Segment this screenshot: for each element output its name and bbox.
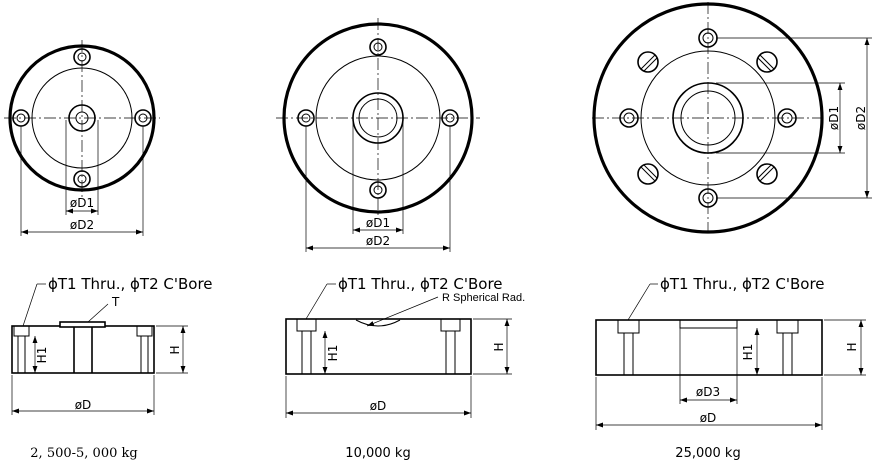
large-cell-caption: 25,000 kg xyxy=(675,446,740,461)
large-h1-label: H1 xyxy=(741,344,755,361)
large-h-label: H xyxy=(845,342,859,351)
large-d1-label: øD1 xyxy=(827,106,841,130)
large-d2-label: øD2 xyxy=(854,106,868,130)
medium-h1-label: H1 xyxy=(326,345,340,362)
large-cell-top-view: øD1 øD2 xyxy=(592,2,872,234)
medium-cell-side-view: R Spherical Rad. H1 H øD xyxy=(285,283,525,418)
small-cell-caption: 2, 500-5, 000 kg xyxy=(30,446,137,461)
large-bolt-holes xyxy=(619,28,797,208)
small-hole-note: ϕT1 Thru., ϕT2 C'Bore xyxy=(48,275,213,293)
small-d1-label: øD1 xyxy=(70,196,94,210)
medium-d-label: øD xyxy=(370,399,387,413)
medium-hole-note: ϕT1 Thru., ϕT2 C'Bore xyxy=(338,275,503,293)
spherical-radius-label: R Spherical Rad. xyxy=(442,292,525,304)
small-h-label: H xyxy=(168,345,182,354)
small-h1-label: H1 xyxy=(35,347,49,364)
large-hole-note: ϕT1 Thru., ϕT2 C'Bore xyxy=(660,275,825,293)
medium-h-label: H xyxy=(492,342,506,351)
medium-d1-label: øD1 xyxy=(366,216,390,230)
large-d3-label: øD3 xyxy=(696,385,720,399)
medium-cell-caption: 10,000 kg xyxy=(345,446,410,461)
medium-d2-label: øD2 xyxy=(366,234,390,248)
small-t-label: T xyxy=(111,295,120,309)
large-d-label: øD xyxy=(700,411,717,425)
small-cell-side-view: T H1 H øD xyxy=(11,283,188,415)
small-d2-label: øD2 xyxy=(70,218,94,232)
small-cell-top-view: øD1 øD2 xyxy=(4,40,160,236)
small-d-label: øD xyxy=(75,398,92,412)
large-cell-side-view: H1 H øD3 øD xyxy=(595,283,866,430)
medium-cell-top-view: øD1 øD2 xyxy=(276,18,480,252)
